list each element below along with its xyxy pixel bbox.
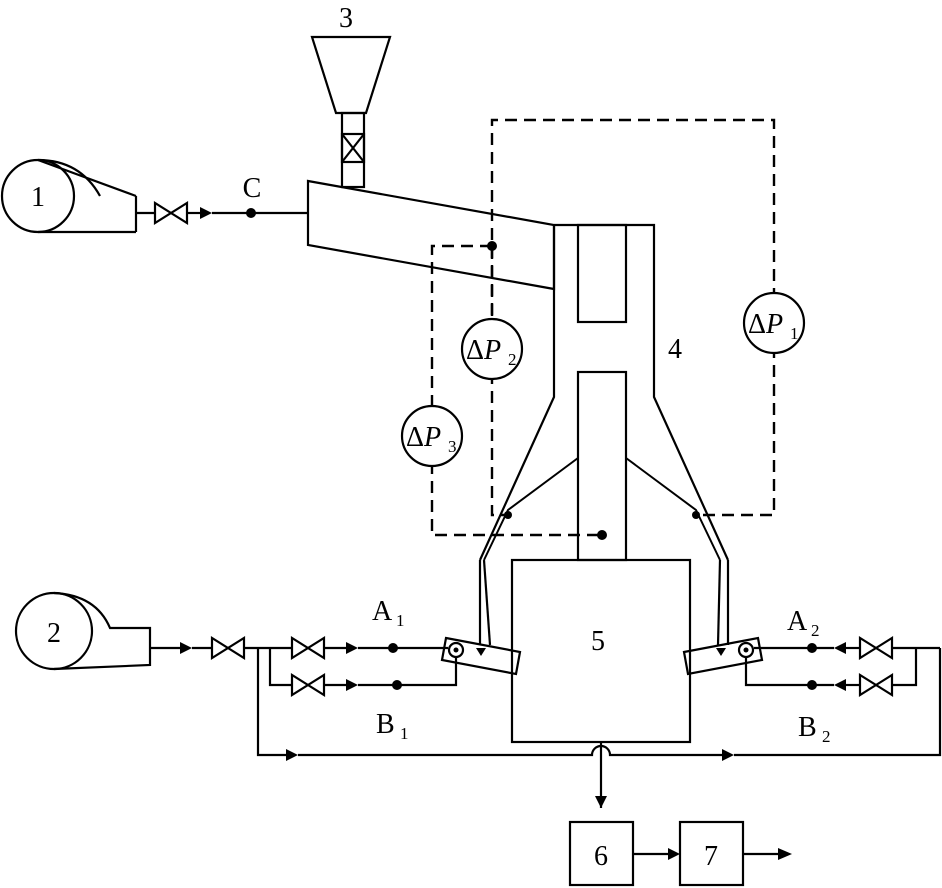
blower-1-label: 1 (31, 182, 45, 213)
junction-point (392, 680, 402, 690)
dp3-delta: Δ (406, 422, 424, 453)
dp1-gauge: ΔP 1 (742, 291, 806, 355)
dp3-sub: 3 (448, 437, 457, 456)
nozzle-right (682, 636, 764, 676)
flow-arrow-icon (286, 749, 298, 761)
unit-6: 6 (568, 820, 635, 887)
flow-arrow-icon (346, 679, 358, 691)
svg-text:ΔP: ΔP (748, 309, 783, 340)
svg-text:ΔP: ΔP (406, 422, 441, 453)
valve-icon (210, 636, 246, 660)
svg-text:ΔP: ΔP (466, 335, 501, 366)
point-a2-marker (807, 643, 817, 653)
flow-arrow-icon (834, 679, 846, 691)
a2-sub: 2 (811, 621, 820, 640)
tap-point (597, 530, 607, 540)
flow-arrow-icon (722, 749, 734, 761)
outlet-line (595, 742, 607, 808)
b1-sub: 1 (400, 724, 409, 743)
dp2-gauge: ΔP 2 (460, 317, 524, 381)
dp2-symbol: P (483, 335, 501, 366)
valve-icon (858, 636, 894, 660)
point-c-label: C (243, 173, 262, 204)
unit-7: 7 (678, 820, 745, 887)
b2-sub: 2 (822, 727, 831, 746)
b1-label: B (376, 709, 395, 740)
flow-arrow-icon (668, 848, 680, 860)
vessel-5: 5 (510, 558, 692, 744)
blower-1: 1 (0, 158, 138, 234)
dp2-delta: Δ (466, 335, 484, 366)
vessel-label: 5 (591, 626, 605, 657)
flow-arrow-icon (346, 642, 358, 654)
junction-point (807, 680, 817, 690)
nozzle-left (440, 636, 522, 676)
dp3-gauge: ΔP 3 (400, 404, 464, 468)
column-label: 4 (668, 334, 682, 365)
valve-icon (858, 673, 894, 697)
dp3-symbol: P (423, 422, 441, 453)
tap-point (504, 511, 512, 519)
valve-icon (290, 673, 326, 697)
dp1-delta: Δ (748, 309, 766, 340)
valve-icon (290, 636, 326, 660)
air-line-1: C (136, 173, 308, 225)
flow-arrow-icon (180, 642, 192, 654)
dp2-sub: 2 (508, 350, 517, 369)
hopper-3: 3 (310, 3, 392, 189)
tap-point (692, 511, 700, 519)
point-a1-marker (388, 643, 398, 653)
a1-sub: 1 (396, 611, 405, 630)
pressure-tap-lines (430, 118, 776, 540)
flow-arrow-icon (200, 207, 212, 219)
flow-arrow-icon (834, 642, 846, 654)
unit-6-label: 6 (594, 841, 608, 872)
point-c-marker (246, 208, 256, 218)
rotary-valve-icon (341, 133, 365, 163)
flow-arrow-icon (778, 848, 792, 860)
valve-icon (153, 201, 189, 225)
dp1-symbol: P (765, 309, 783, 340)
blower-2-label: 2 (47, 618, 61, 649)
hopper-label: 3 (339, 3, 353, 34)
b2-label: B (798, 712, 817, 743)
a1-label: A (372, 596, 393, 627)
tap-point (487, 241, 497, 251)
blower-2: 2 (14, 591, 152, 671)
unit-7-label: 7 (704, 841, 718, 872)
a2-label: A (787, 606, 808, 637)
dp1-sub: 1 (790, 324, 799, 343)
flow-arrow-icon (595, 796, 607, 808)
